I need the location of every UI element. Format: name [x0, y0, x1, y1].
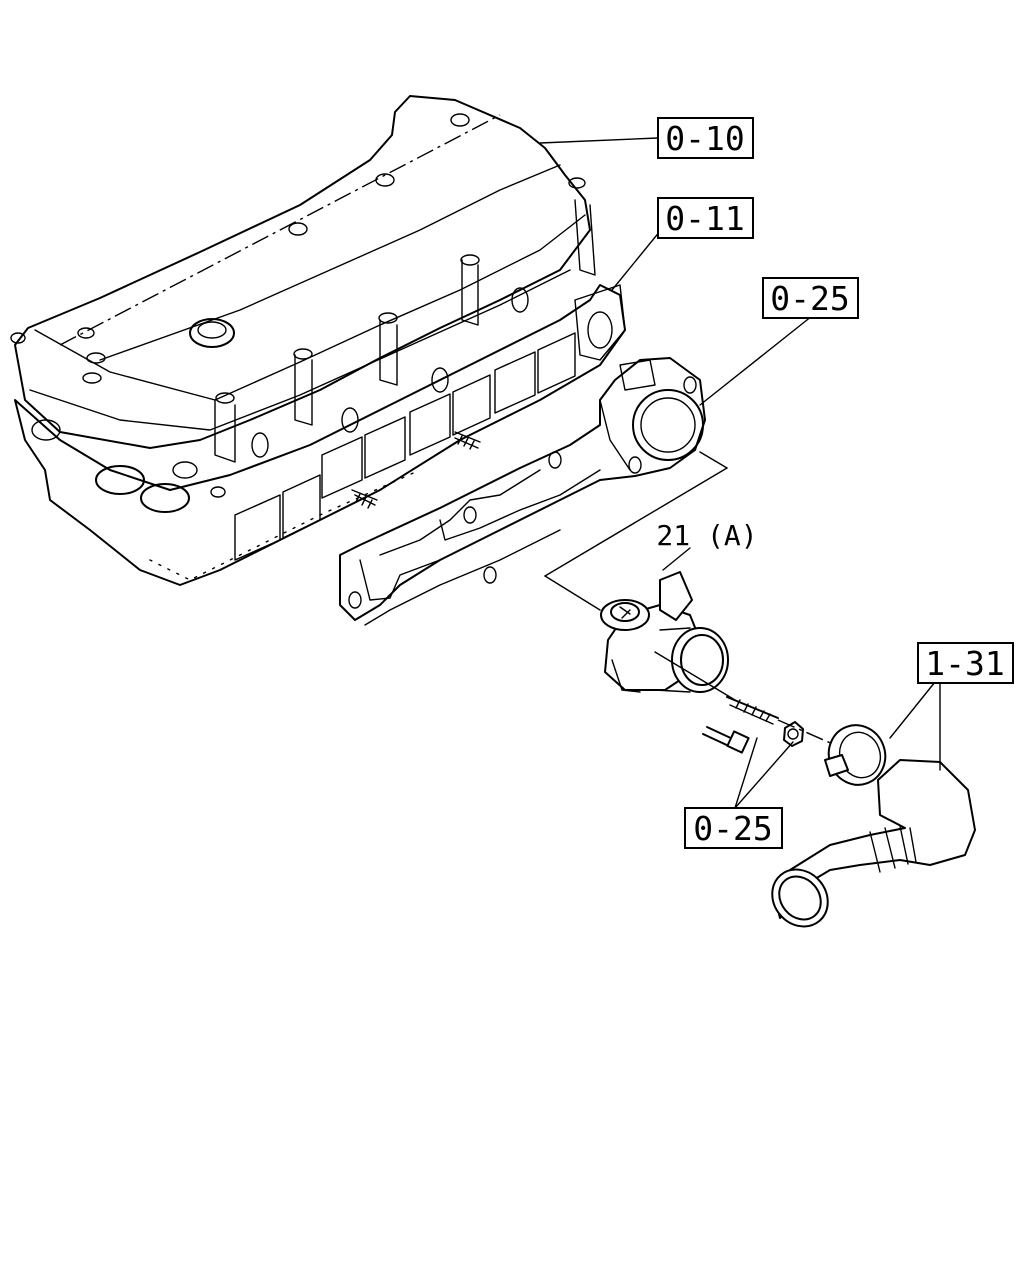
- callout-0-10: 0-10: [657, 117, 754, 159]
- callout-label-fasteners: 0-25: [693, 809, 772, 848]
- callout-0-11: 0-11: [657, 197, 754, 239]
- intake-manifold: [339, 357, 706, 626]
- leader-lines: [539, 137, 941, 809]
- callout-label-throttle-valve: 21 (A): [656, 519, 757, 552]
- air-duct: [771, 724, 976, 928]
- cylinder-head: [14, 199, 626, 586]
- callout-label-intake-manifold: 0-25: [770, 279, 849, 318]
- throttle-valve: [544, 451, 736, 701]
- callout-0-25-upper: 0-25: [762, 277, 859, 319]
- callout-1-31: 1-31: [917, 642, 1014, 684]
- callout-label-cylinder-head: 0-11: [665, 199, 744, 238]
- callout-label-cylinder-head-cover: 0-10: [665, 119, 744, 158]
- callout-label-air-duct: 1-31: [925, 644, 1004, 683]
- cylinder-head-cover: [10, 95, 591, 449]
- fasteners: [702, 696, 836, 754]
- callout-0-25-lower: 0-25: [684, 807, 783, 849]
- callout-21a: 21 (A): [656, 519, 757, 552]
